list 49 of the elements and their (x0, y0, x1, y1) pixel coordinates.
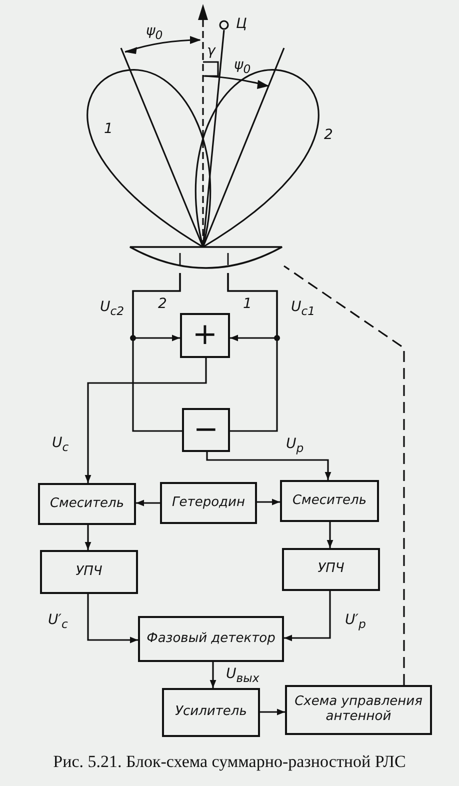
block-box (160, 482, 257, 524)
block-label: Схема управления антенной (294, 695, 424, 725)
signal-label: U$_{с1}$ (291, 300, 316, 318)
angle-label: ψ$_{0}$ (146, 24, 163, 42)
lobe-number: 1 (104, 122, 113, 136)
arrow (260, 708, 285, 716)
signal-label: U$_{р}$ (286, 437, 304, 454)
block-box (280, 480, 379, 522)
block-label: Гетеродин (172, 496, 245, 510)
block-label: + (192, 318, 218, 353)
block-label: УПЧ (76, 564, 102, 580)
block-box (40, 550, 138, 594)
connector-line (227, 273, 278, 432)
arrow (136, 500, 160, 506)
block-label: Усилитель (175, 705, 247, 720)
signal-label: U′$_{с}$ (48, 613, 68, 630)
block-label: Смеситель (292, 494, 367, 508)
block-box (38, 483, 136, 525)
signal-label: U$_{с2}$ (100, 300, 124, 318)
block-label: УПЧ (318, 562, 344, 577)
arrow (326, 522, 334, 548)
port-number: 1 (243, 297, 252, 311)
target-label: Ц (236, 17, 247, 31)
block-box (182, 408, 230, 452)
arrow (87, 594, 138, 644)
signal-label: U$_{с}$ (52, 436, 69, 454)
angle-label: ψ$_{0}$ (234, 58, 251, 76)
arrow (84, 358, 207, 483)
block-box (138, 616, 284, 662)
arrow (257, 498, 280, 506)
arrow (210, 662, 216, 688)
block-box (162, 688, 260, 737)
lobe-number: 2 (324, 128, 333, 142)
dashed-connector (284, 265, 405, 685)
block-box (282, 548, 380, 591)
figure-caption: Рис. 5.21. Блок-схема суммарно-разностной РЛС (52, 752, 407, 772)
block-label: Фазовый детектор (146, 632, 276, 646)
port-number: 2 (158, 297, 167, 311)
angle-label: γ (207, 44, 216, 58)
block-label: Смеситель (50, 496, 124, 512)
connector-line (132, 273, 182, 432)
block-label: − (193, 412, 219, 448)
signal-label: U$_{вых}$ (226, 667, 260, 684)
block-box (180, 313, 230, 358)
block-box (285, 685, 432, 735)
arrow (206, 452, 332, 480)
arrow (284, 591, 331, 642)
signal-label: U′$_{р}$ (345, 613, 366, 630)
arrow (84, 525, 92, 550)
